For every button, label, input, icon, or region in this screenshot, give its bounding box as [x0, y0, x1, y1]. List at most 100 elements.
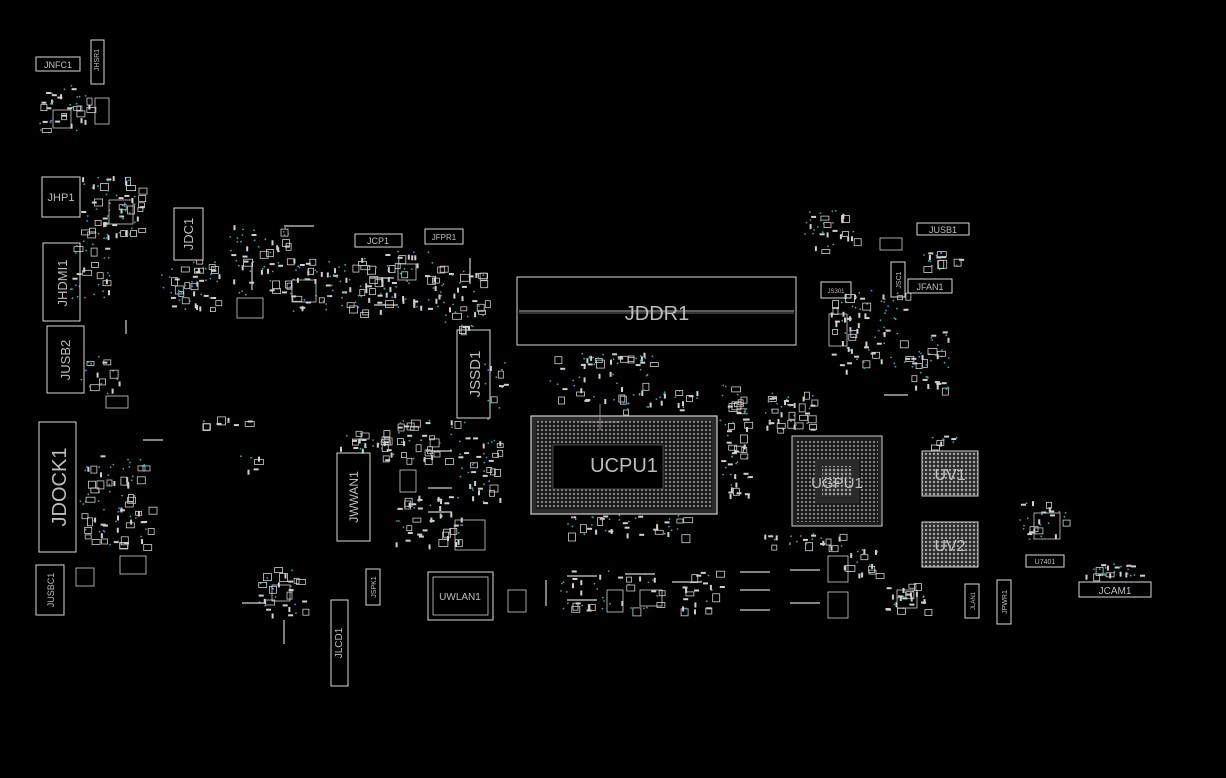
jpwr1-connector[interactable]: JPWR1 [996, 579, 1012, 625]
smd-component [385, 459, 391, 462]
jnfc1-connector[interactable]: JNFC1 [35, 56, 81, 72]
jsc1-connector[interactable]: JSC1 [890, 261, 906, 298]
smd-component [574, 518, 577, 521]
jdc1-connector[interactable]: JDC1 [173, 207, 204, 261]
jssd1-connector[interactable]: JSSD1 [456, 329, 491, 419]
smd-component [385, 254, 391, 256]
jusb2-connector[interactable]: JUSB2 [46, 325, 85, 394]
smd-component [431, 261, 434, 264]
js301-chip[interactable]: JS301 [820, 281, 852, 299]
smd-component [147, 528, 155, 535]
jhdmi1-connector[interactable]: JHDMI1 [42, 242, 81, 322]
uwlan1-module[interactable]: UWLAN1 [427, 571, 494, 621]
smd-component [746, 457, 748, 459]
smd-component [851, 305, 854, 308]
smd-component [400, 441, 403, 444]
smd-component [386, 264, 389, 267]
smd-component [279, 573, 288, 582]
smd-component [449, 528, 458, 535]
jddr1-slot[interactable]: JDDR1 [516, 276, 797, 346]
smd-component [821, 231, 824, 234]
smd-component [354, 301, 357, 303]
smd-component [94, 198, 103, 207]
jusbc1-connector[interactable]: JUSBC1 [35, 564, 65, 616]
smd-component [349, 287, 352, 293]
smd-component [72, 277, 78, 280]
smd-component [668, 518, 671, 520]
smd-component [696, 397, 698, 400]
smd-component [724, 385, 727, 388]
jcp1-connector[interactable]: JCP1 [354, 233, 403, 248]
smd-component [845, 301, 848, 303]
smd-component [233, 225, 236, 231]
smd-component [121, 494, 124, 497]
ucpu1-chip[interactable]: UCPU1 [530, 404, 718, 515]
uv2-chip[interactable]: UV2 [921, 521, 979, 568]
jlcd1-connector[interactable]: JLCD1 [330, 599, 349, 687]
smd-component [847, 346, 850, 352]
smd-component [381, 281, 384, 287]
smd-component [809, 224, 812, 230]
smd-component [659, 396, 661, 398]
smd-component [184, 284, 187, 286]
smd-component [145, 528, 147, 530]
smd-component [730, 444, 733, 447]
smd-component [50, 119, 53, 122]
smd-component [417, 533, 423, 536]
jfpr1-connector[interactable]: JFPR1 [424, 228, 464, 245]
smd-component [885, 608, 891, 610]
smd-component [284, 280, 292, 289]
smd-component [470, 324, 473, 327]
smd-component [876, 550, 879, 553]
jspk1-connector[interactable]: JSPK1 [365, 568, 381, 606]
smd-component [358, 261, 367, 266]
smd-component [1131, 565, 1136, 568]
jlan1-connector[interactable]: JLAN1 [964, 583, 980, 619]
smd-component [501, 368, 503, 371]
smd-component [812, 533, 814, 535]
smd-component [867, 349, 870, 351]
smd-component [1032, 501, 1034, 507]
jdock1-connector[interactable]: JDOCK1 [38, 421, 77, 553]
jwwan1-connector[interactable]: JWWAN1 [336, 452, 371, 542]
smd-component [668, 525, 670, 528]
smd-component [343, 291, 345, 294]
jusb1-connector[interactable]: JUSB1 [916, 222, 970, 236]
smd-component [876, 342, 882, 345]
smd-component [174, 285, 184, 295]
smd-component [814, 246, 817, 252]
jhp1-connector[interactable]: JHP1 [41, 176, 81, 218]
smd-component [735, 482, 738, 488]
smd-component [549, 380, 552, 382]
smd-component [771, 544, 778, 551]
u7401-chip[interactable]: U7401 [1025, 554, 1065, 568]
smd-component [771, 392, 774, 395]
jhsr1-connector[interactable]: JHSR1 [90, 39, 105, 85]
ugpu1-chip[interactable]: UGPU1 [791, 435, 883, 527]
smd-component [1040, 513, 1043, 516]
smd-component [450, 420, 453, 426]
smd-component [40, 129, 42, 132]
smd-component [746, 427, 748, 432]
smd-component [266, 577, 269, 579]
smd-component [560, 367, 566, 370]
smd-component [489, 366, 492, 371]
jfan1-connector[interactable]: JFAN1 [907, 278, 953, 294]
smd-component [696, 391, 699, 397]
smd-component [854, 355, 860, 358]
smd-component [325, 308, 328, 311]
smd-component [97, 356, 100, 358]
smd-component [927, 384, 930, 389]
smd-component [450, 512, 453, 518]
uv1-chip[interactable]: UV1 [921, 450, 979, 497]
smd-component [773, 538, 776, 541]
smd-component [922, 595, 925, 598]
smd-component [100, 382, 103, 385]
jcam1-connector[interactable]: JCAM1 [1078, 581, 1152, 598]
smd-component [112, 463, 115, 466]
smd-component [438, 539, 449, 547]
small-components [39, 85, 1145, 619]
smd-component [355, 430, 363, 437]
smd-component [295, 612, 297, 614]
smd-component [412, 251, 415, 254]
